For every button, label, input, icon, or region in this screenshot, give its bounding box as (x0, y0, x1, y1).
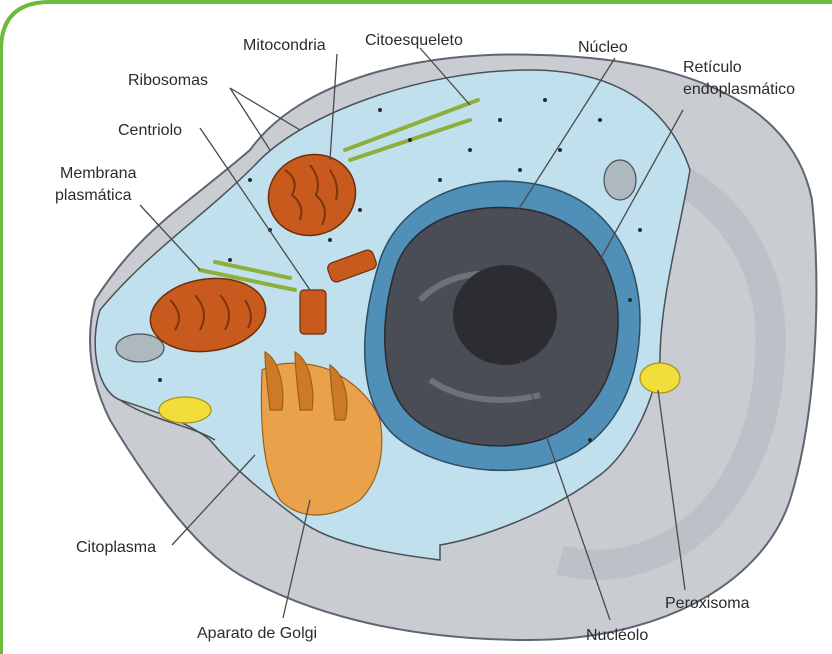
label-nucleolo: Nucléolo (586, 627, 648, 644)
nucleolus (453, 265, 557, 365)
leader-ribosomas-a (230, 88, 300, 130)
label-centriolo: Centriolo (118, 122, 182, 139)
label-citoplasma: Citoplasma (76, 539, 156, 556)
label-ribosomas: Ribosomas (128, 72, 208, 89)
leader-ribosomas-b (230, 88, 270, 150)
vacuole (116, 334, 164, 362)
label-reticulo-line2: endoplasmático (683, 81, 795, 98)
label-membrana-line2: plasmática (55, 187, 132, 204)
label-membrana-line1: Membrana (60, 165, 137, 182)
centriole (300, 290, 326, 334)
label-aparato-golgi: Aparato de Golgi (197, 625, 317, 642)
label-reticulo-line1: Retículo (683, 59, 742, 76)
vacuole (604, 160, 636, 200)
peroxisome (640, 363, 680, 393)
label-citoesqueleto: Citoesqueleto (365, 32, 463, 49)
label-mitocondria: Mitocondria (243, 37, 326, 54)
label-nucleo: Núcleo (578, 39, 628, 56)
peroxisome (159, 397, 211, 423)
label-peroxisoma: Peroxisoma (665, 595, 750, 612)
